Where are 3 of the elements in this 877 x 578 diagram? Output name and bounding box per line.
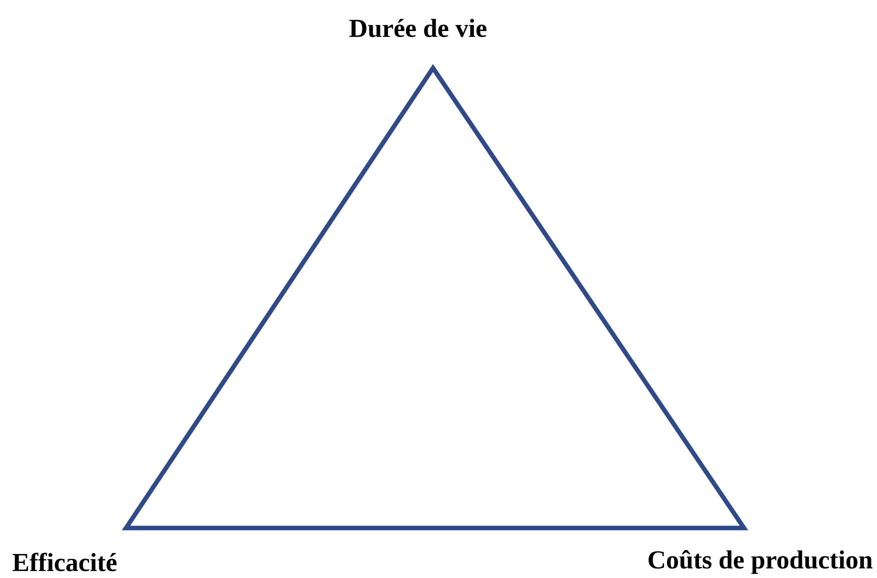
vertex-label: Efficacité [12,552,117,572]
vertex-label: Coûts de production [648,550,872,574]
vertex-label: Durée de vie [349,18,486,38]
